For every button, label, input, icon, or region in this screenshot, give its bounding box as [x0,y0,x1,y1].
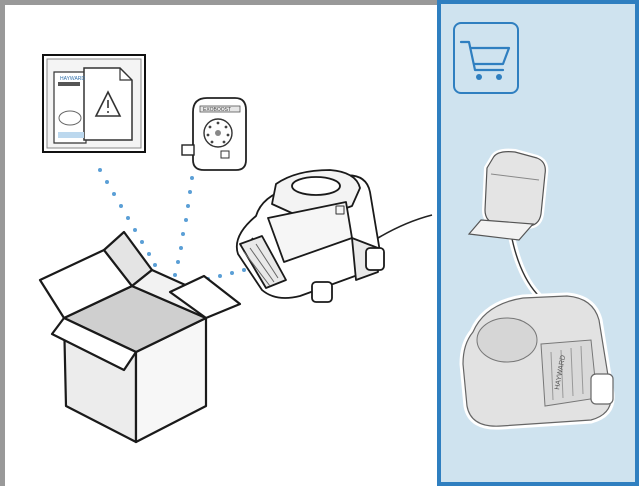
box-contents-illustration: HAYWARD EXOBOOST [5,5,437,486]
shopping-cart-icon [455,24,517,92]
manual-brand-text: HAYWARD [60,76,85,82]
box-contents-panel: HAYWARD EXOBOOST [0,0,437,486]
robot-with-caddy-illustration: HAYWARD [441,144,635,484]
cardboard-box [40,232,240,442]
manual-document: HAYWARD [43,55,145,152]
power-supply-unit: EXOBOOST [182,98,246,170]
caddy-power-supply [469,152,545,240]
pool-robot [237,170,432,302]
cart-button[interactable] [453,22,519,94]
caddy-robot: HAYWARD [463,296,613,426]
shop-panel: HAYWARD [437,0,639,486]
power-supply-brand-text: EXOBOOST [203,107,231,113]
